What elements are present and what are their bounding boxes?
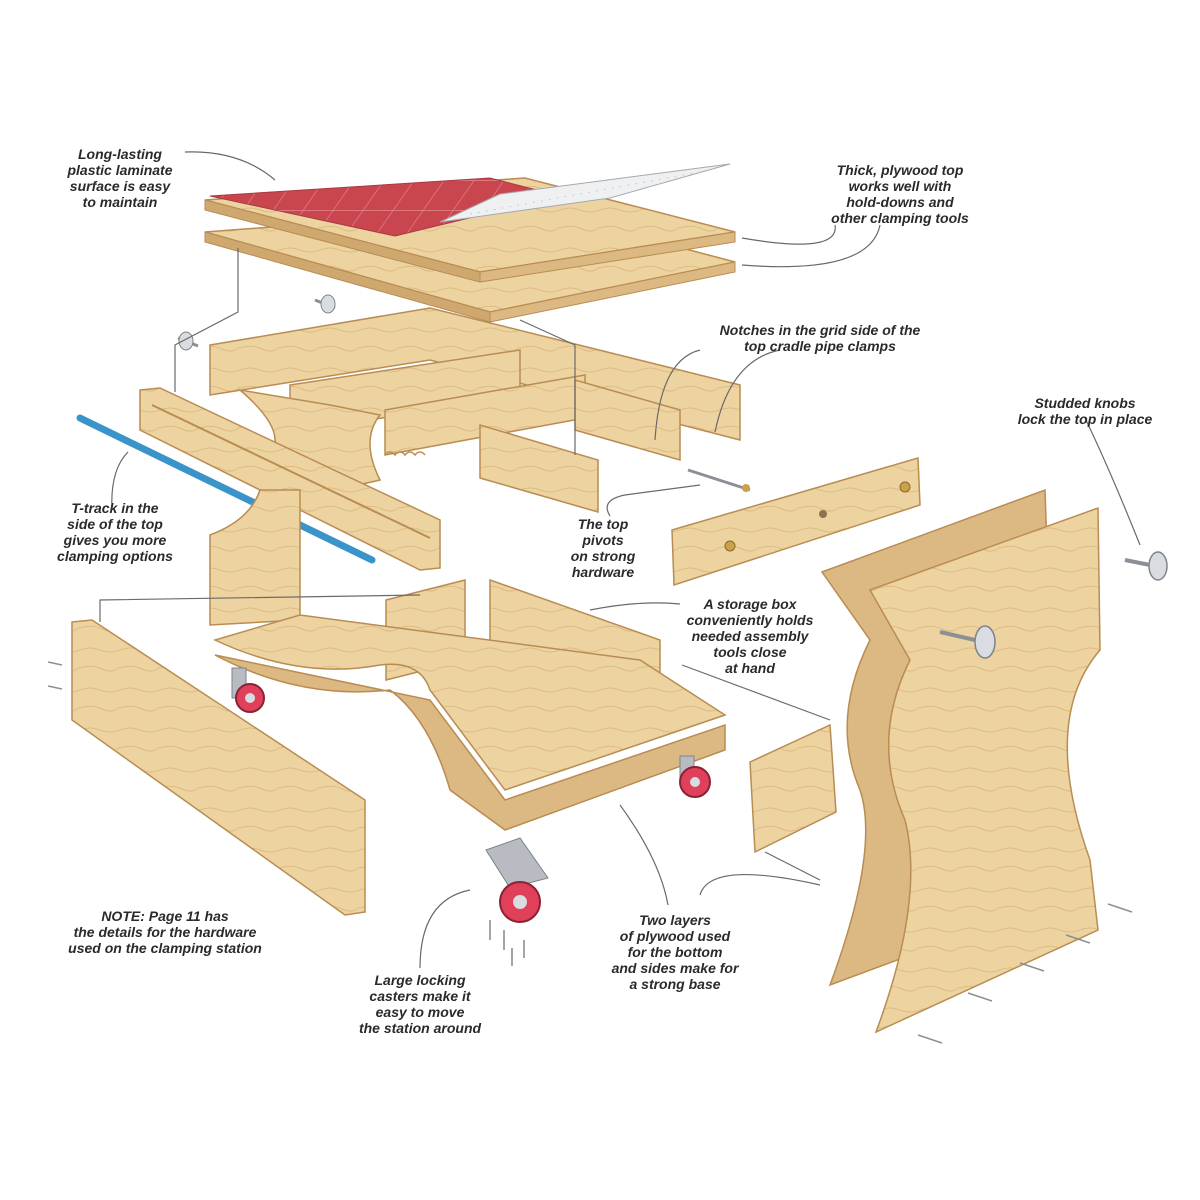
t-track [76,414,376,564]
callout-laminate: Long-lasting plastic laminate surface is… [67,146,173,210]
callout-plywood-top: Thick, plywood top works well with hold-… [831,162,969,226]
callout-notches: Notches in the grid side of the top crad… [719,322,921,354]
t-track-assembly [76,387,441,571]
cradle-notch-edge [384,451,426,457]
studded-knob-loose [1124,551,1168,581]
plywood-top-lower-edge-right [489,261,736,323]
t-track-groove [151,404,431,539]
note-label: NOTE: [101,908,145,924]
base-side-panels [820,488,1101,1034]
callout-casters: Large locking casters make it easy to mo… [358,972,482,1036]
base-end-panel [749,723,837,854]
t-track-wood-rail [139,387,441,571]
note-text: Page 11 has the details for the hardware… [68,908,262,956]
callout-t-track: T-track in the side of the top gives you… [57,500,173,564]
cradle-back-rail [209,307,741,441]
pivot-nut [742,484,750,492]
pivot-bolt [687,468,751,492]
studded-knob-loose [177,331,199,351]
studded-knob-loose [314,294,336,314]
plywood-top-upper-edge-right [479,231,736,283]
base-left-pedestal [209,489,301,626]
cradle-side-rail [671,457,921,587]
callout-studded-knobs: Studded knobs lock the top in place [1017,395,1153,427]
callout-pivots: The top pivots on strong hardware [570,516,636,580]
base-cabinet [209,489,727,831]
pivot-hardware [899,481,911,493]
locking-caster [485,837,549,923]
screws [47,661,1133,1044]
pivot-hardware [724,540,736,552]
callout-plywood-layers: Two layers of plywood used for the botto… [611,912,739,992]
callout-storage-box: A storage box conveniently holds needed … [686,596,814,676]
note-hardware: NOTE: Page 11 has the details for the ha… [40,908,290,956]
base-front-panel [71,619,366,916]
laminate-sheet-peeling [439,163,731,223]
side-panel-outer [868,506,1101,1034]
base-bottom-upper [212,614,727,791]
base-bottom-lower [214,654,726,831]
cradle-loose-rib [479,423,599,513]
callout-leaders [99,151,1141,969]
bolt-hole [819,510,827,518]
caster-rear-right [679,755,711,798]
studded-knob [939,625,996,659]
top-assembly [204,163,736,323]
top-cradle-grid [209,307,741,513]
caster-rear-left [231,667,265,713]
